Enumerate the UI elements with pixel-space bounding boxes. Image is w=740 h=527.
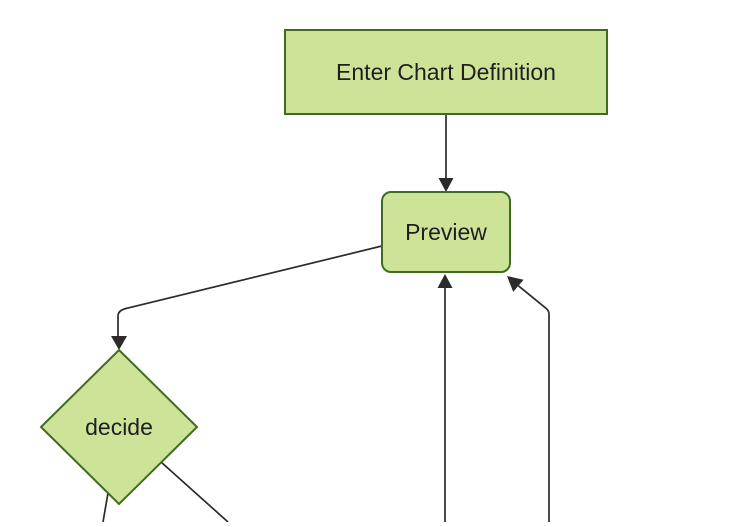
- edge-bottom-to-preview-corner: [517, 285, 550, 522]
- edge-decide-to-bottom-right: [160, 461, 229, 523]
- node-enter-chart-definition-label: Enter Chart Definition: [336, 59, 556, 85]
- node-decide: decide: [39, 348, 199, 506]
- edge-layer: [102, 114, 550, 523]
- node-decide-shape: [39, 348, 199, 506]
- node-enter-chart-definition: Enter Chart Definition: [284, 29, 608, 115]
- arrowhead-into-preview-bottom: [437, 274, 453, 288]
- node-enter-chart-definition-shape: [284, 29, 608, 115]
- node-preview-shape: [381, 191, 511, 273]
- node-preview-label: Preview: [405, 219, 487, 245]
- arrowhead-into-decide-top: [111, 336, 127, 350]
- node-decide-label: decide: [85, 414, 153, 440]
- arrowhead-into-preview-corner: [507, 276, 524, 292]
- node-preview: Preview: [381, 191, 511, 273]
- edge-preview-to-decide: [117, 245, 383, 336]
- arrowhead-into-preview-top: [438, 178, 454, 192]
- edge-decide-to-bottom-left: [102, 492, 109, 523]
